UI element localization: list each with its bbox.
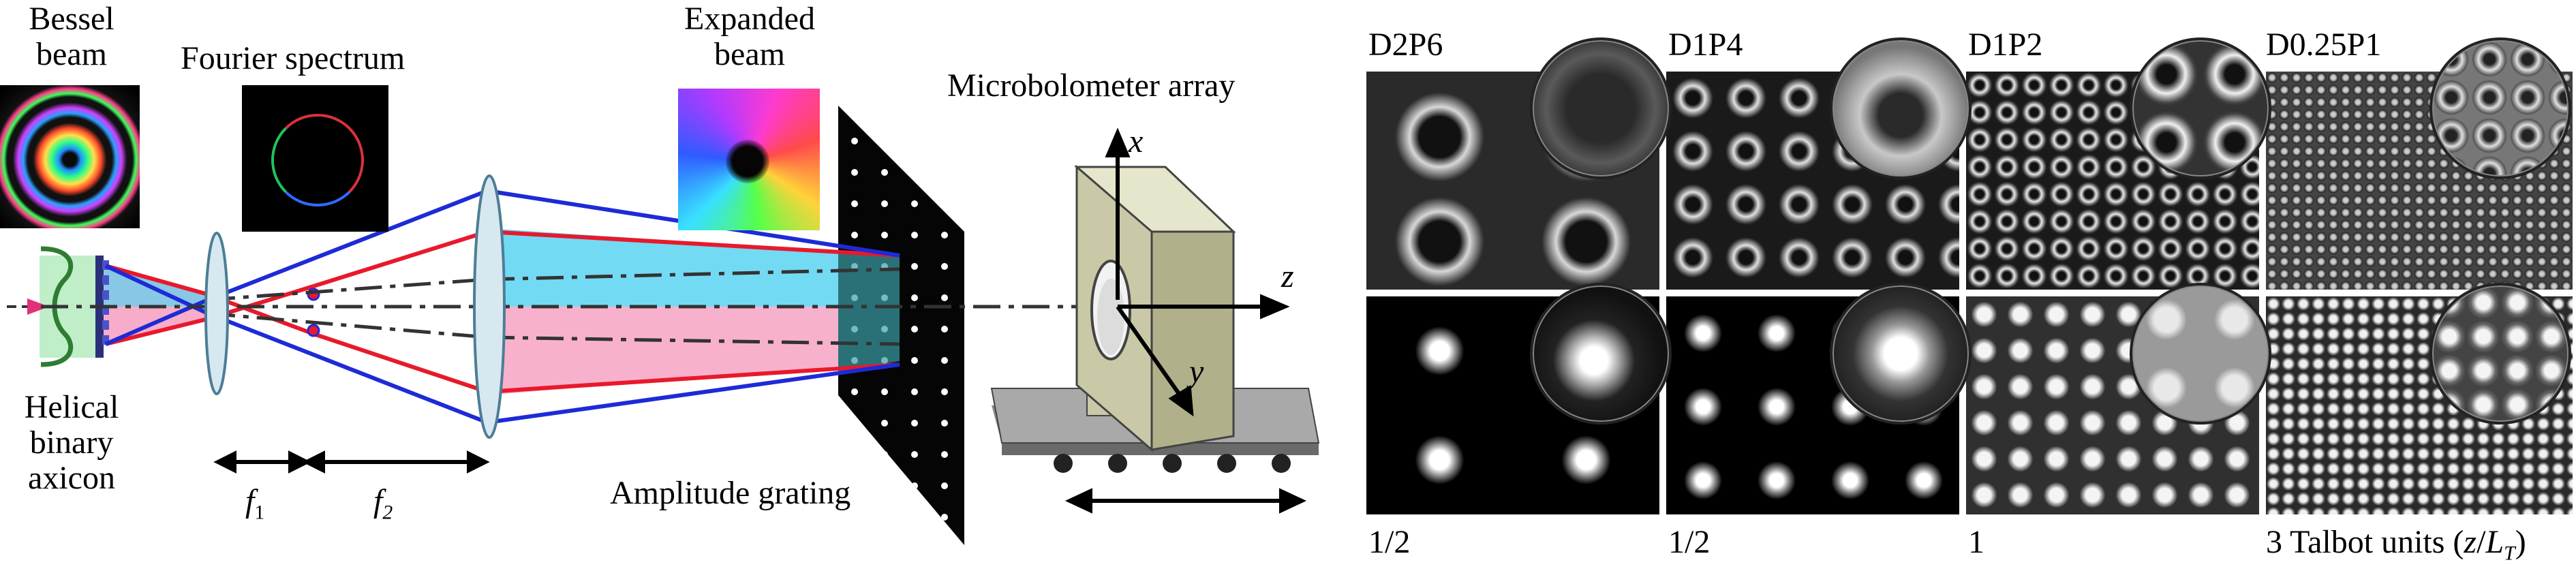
axis-x-label: x: [1129, 123, 1144, 159]
f2-label: f2: [373, 484, 393, 524]
unit-L: L: [2485, 524, 2504, 560]
bessel-beam-image: [0, 85, 140, 228]
talbot-results: D2P6 D1P4 D1P2 D0.25P1 1/2 1/2 1 3 Talbo…: [1363, 0, 2576, 571]
distance-d025p1-text: 3 Talbot units (: [2266, 524, 2464, 560]
col-title-d025p1: D0.25P1: [2266, 27, 2382, 63]
inset-d2p6-bottom: [1530, 283, 1672, 425]
expanded-beam-cyan: [487, 228, 900, 307]
inset-d1p4-bottom: [1830, 283, 1972, 425]
bessel-label-line1: Bessel: [29, 1, 114, 37]
fourier-spectrum-image: [242, 85, 388, 232]
axicon-label: Helical binary axicon: [0, 390, 143, 495]
col-title-d1p4: D1P4: [1668, 27, 1743, 63]
lens-f1: [204, 232, 229, 395]
inset-d025p1-bottom: [2429, 283, 2571, 425]
panel-d2p6-bottom: [1366, 296, 1659, 514]
inset-d025p1-top: [2429, 37, 2571, 179]
f2-sub: 2: [382, 501, 393, 524]
col-title-d1p2: D1P2: [1968, 27, 2043, 63]
f2-base: f: [373, 483, 383, 519]
amplitude-grating-label: Amplitude grating: [610, 475, 851, 511]
optical-setup-diagram: Bessel beam Fourier spectrum Expanded be…: [0, 1, 1320, 545]
bessel-beam-label: Bessel beam: [3, 1, 140, 72]
microbolometer-detector: [990, 164, 1320, 473]
lens-f2: [473, 174, 506, 439]
distance-d1p4: 1/2: [1668, 524, 1711, 560]
f1-sub: 1: [254, 501, 265, 524]
bessel-label-line2: beam: [36, 35, 107, 72]
axicon-label-line2: binary: [29, 424, 114, 461]
fourier-spectrum-label: Fourier spectrum: [181, 40, 405, 76]
distance-d025p1: 3 Talbot units (z/LT): [2266, 525, 2526, 565]
axicon-label-line1: Helical: [24, 389, 119, 425]
inset-d1p2-bottom: [2130, 283, 2271, 425]
expanded-label-line1: Expanded: [684, 1, 815, 37]
expanded-label-line2: beam: [714, 35, 785, 72]
unit-slash: /: [2477, 524, 2486, 560]
distance-d2p6: 1/2: [1368, 524, 1411, 560]
unit-z: z: [2464, 524, 2477, 560]
distance-d1p2: 1: [1968, 524, 1984, 560]
expanded-beam-image: [678, 89, 820, 230]
unit-T: T: [2504, 542, 2515, 565]
axis-z-label: z: [1281, 258, 1294, 294]
axicon-label-line3: axicon: [28, 459, 115, 496]
inset-d1p4-top: [1830, 37, 1972, 179]
inset-d1p2-top: [2130, 37, 2271, 179]
col-title-d2p6: D2P6: [1368, 27, 1443, 63]
expanded-beam-label: Expanded beam: [658, 1, 842, 72]
inset-d2p6-top: [1530, 37, 1672, 179]
expanded-beam-pink: [487, 307, 900, 395]
f1-label: f1: [245, 484, 264, 524]
axis-y-label: y: [1189, 354, 1204, 390]
microbolometer-label: Microbolometer array: [947, 67, 1236, 104]
unit-close: ): [2515, 524, 2526, 560]
f1-base: f: [245, 483, 255, 519]
setup-drawing: [7, 106, 1320, 545]
